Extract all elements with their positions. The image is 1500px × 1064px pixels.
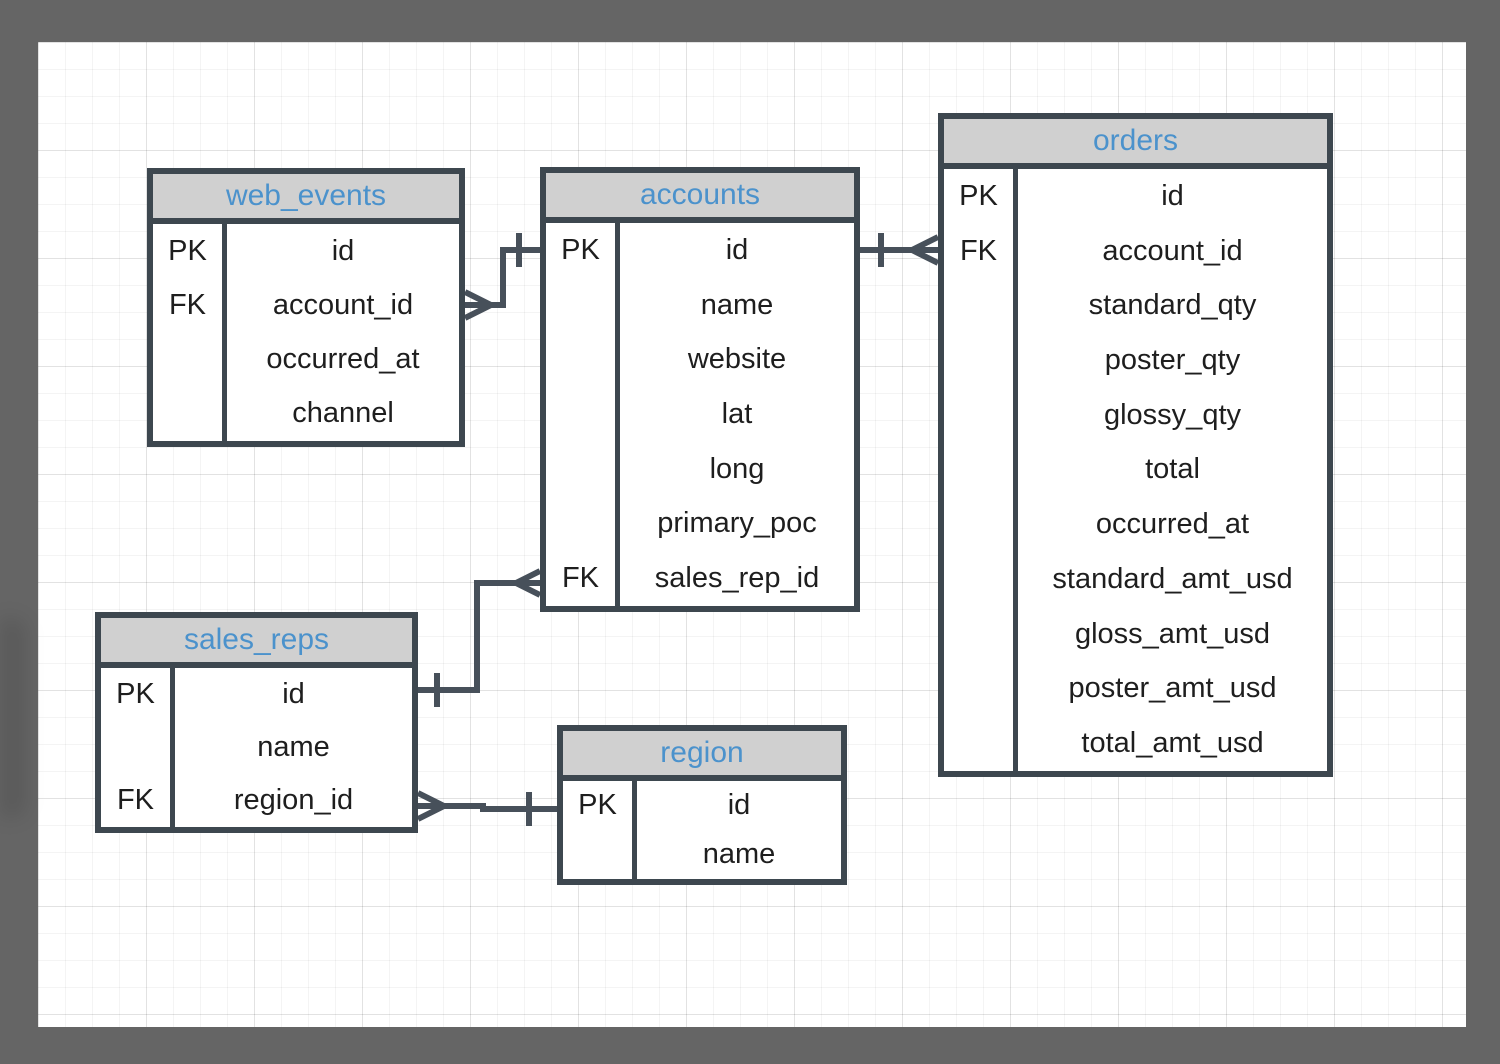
field-cell: lat — [721, 397, 753, 430]
field-cell: id — [727, 789, 751, 821]
key-cell: PK — [546, 223, 620, 278]
key-cell — [546, 441, 620, 497]
table-region: region PK id name — [557, 725, 847, 885]
key-cell — [944, 497, 1018, 553]
key-cell — [944, 606, 1018, 662]
key-cell: PK — [153, 224, 227, 279]
key-cell — [153, 332, 227, 387]
field-cell: total — [1145, 453, 1200, 486]
table-body: PK id name — [563, 781, 841, 879]
key-cell — [944, 716, 1018, 771]
field-cell: gloss_amt_usd — [1074, 617, 1271, 650]
table-body: PK id FK account_id occurred_at channel — [153, 224, 459, 441]
table-sales_reps: sales_reps PK id name FK region_id — [95, 612, 418, 833]
table-title: web_events — [153, 174, 459, 224]
field-cell: id — [1161, 179, 1184, 212]
field-cell: account_id — [1102, 234, 1243, 267]
field-cell: name — [700, 288, 774, 321]
field-cell: standard_qty — [1088, 289, 1257, 322]
key-cell — [546, 387, 620, 442]
field-cell: website — [687, 343, 787, 376]
field-cell: glossy_qty — [1103, 398, 1241, 431]
key-cell — [546, 277, 620, 333]
field-cell: occurred_at — [266, 343, 420, 376]
table-title: orders — [944, 119, 1327, 169]
table-body: PK id name website lat long primary_poc … — [546, 223, 854, 606]
table-accounts: accounts PK id name website lat long pri… — [540, 167, 860, 612]
key-cell — [944, 333, 1018, 388]
key-cell: PK — [563, 781, 637, 830]
key-cell — [944, 442, 1018, 498]
table-title: accounts — [546, 173, 854, 223]
field-cell: standard_amt_usd — [1052, 562, 1293, 595]
key-cell: PK — [101, 668, 175, 721]
key-cell: FK — [546, 551, 620, 606]
frame-smudge — [0, 618, 26, 818]
field-cell: total_amt_usd — [1081, 727, 1264, 760]
table-web_events: web_events PK id FK account_id occurred_… — [147, 168, 465, 447]
key-cell: FK — [101, 774, 175, 827]
field-cell: region_id — [233, 784, 354, 816]
field-cell: id — [282, 678, 305, 710]
field-cell: name — [702, 838, 776, 870]
key-cell — [563, 830, 637, 879]
field-cell: name — [257, 731, 330, 763]
table-title: sales_reps — [101, 618, 412, 668]
key-cell — [944, 661, 1018, 717]
field-cell: account_id — [272, 288, 414, 321]
field-cell: id — [725, 233, 749, 266]
field-cell: channel — [292, 397, 394, 430]
field-cell: long — [709, 452, 765, 485]
table-orders: orders PK id FK account_id standard_qty … — [938, 113, 1333, 777]
field-cell: poster_amt_usd — [1068, 672, 1277, 705]
table-title: region — [563, 731, 841, 781]
table-body: PK id name FK region_id — [101, 668, 412, 827]
field-cell: primary_poc — [657, 507, 817, 540]
field-cell: sales_rep_id — [654, 562, 820, 595]
key-cell: PK — [944, 169, 1018, 224]
key-cell: FK — [944, 223, 1018, 279]
key-cell — [944, 552, 1018, 607]
key-cell: FK — [153, 278, 227, 333]
key-cell — [944, 278, 1018, 334]
field-cell: poster_qty — [1104, 344, 1241, 377]
key-cell — [101, 721, 175, 774]
key-cell — [546, 332, 620, 388]
key-cell — [944, 387, 1018, 443]
key-cell — [153, 386, 227, 441]
table-body: PK id FK account_id standard_qty poster_… — [944, 169, 1327, 771]
field-cell: occurred_at — [1095, 508, 1250, 541]
key-cell — [546, 496, 620, 552]
field-cell: id — [331, 234, 355, 267]
